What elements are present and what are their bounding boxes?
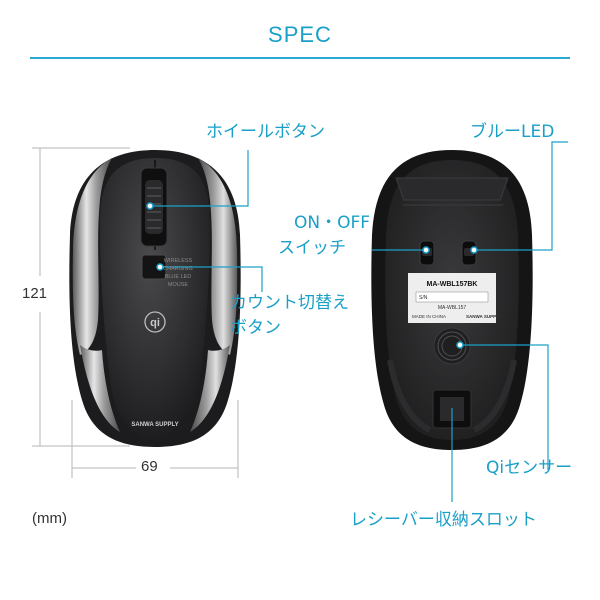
label-made-in: MADE IN CHINA bbox=[412, 314, 446, 319]
mouse-top-view bbox=[69, 150, 241, 447]
height-dimension-line bbox=[32, 147, 130, 447]
label-model: MA-WBL157BK bbox=[427, 281, 478, 288]
unit-label: (mm) bbox=[32, 510, 67, 527]
callout-wheel-button: ホイールボタン bbox=[206, 122, 325, 142]
onoff-switch-marker bbox=[422, 246, 430, 254]
callout-onoff-switch-line1: ON・OFF bbox=[294, 213, 371, 233]
callout-onoff-switch-line2: スイッチ bbox=[278, 238, 346, 258]
callout-receiver-slot: レシーバー収納スロット bbox=[350, 510, 537, 530]
title-underline bbox=[30, 57, 570, 59]
mouse-top-text-3: BLUE LED bbox=[165, 274, 192, 280]
mouse-top-text-2: CHARGING bbox=[163, 266, 193, 272]
width-dimension-line bbox=[71, 400, 239, 478]
qi-sensor-marker bbox=[456, 341, 464, 349]
callout-leader-lines bbox=[150, 141, 568, 502]
wheel-button-marker bbox=[146, 202, 154, 210]
callout-count-switch-line2: ボタン bbox=[230, 318, 281, 338]
callout-qi-sensor: Qiセンサー bbox=[486, 458, 573, 478]
blue-led-marker bbox=[470, 246, 478, 254]
callout-blue-led: ブルーLED bbox=[470, 122, 555, 142]
mouse-bottom-view bbox=[371, 150, 533, 450]
mouse-top-brand: SANWA SUPPLY bbox=[131, 422, 178, 428]
height-label: 121 bbox=[22, 285, 48, 302]
label-model-small: MA-WBL157 bbox=[438, 305, 467, 311]
label-brand: SANWA SUPPLY bbox=[466, 314, 501, 319]
label-sn: S/N bbox=[419, 295, 428, 301]
width-label: 69 bbox=[141, 458, 158, 475]
qi-logo: qi bbox=[150, 317, 160, 329]
page-title: SPEC bbox=[268, 22, 332, 47]
mouse-top-text-4: MOUSE bbox=[168, 282, 189, 288]
callout-count-switch-line1: カウント切替え bbox=[230, 293, 349, 313]
count-switch-marker bbox=[156, 263, 164, 271]
mouse-top-text-1: WIRELESS bbox=[164, 258, 193, 264]
